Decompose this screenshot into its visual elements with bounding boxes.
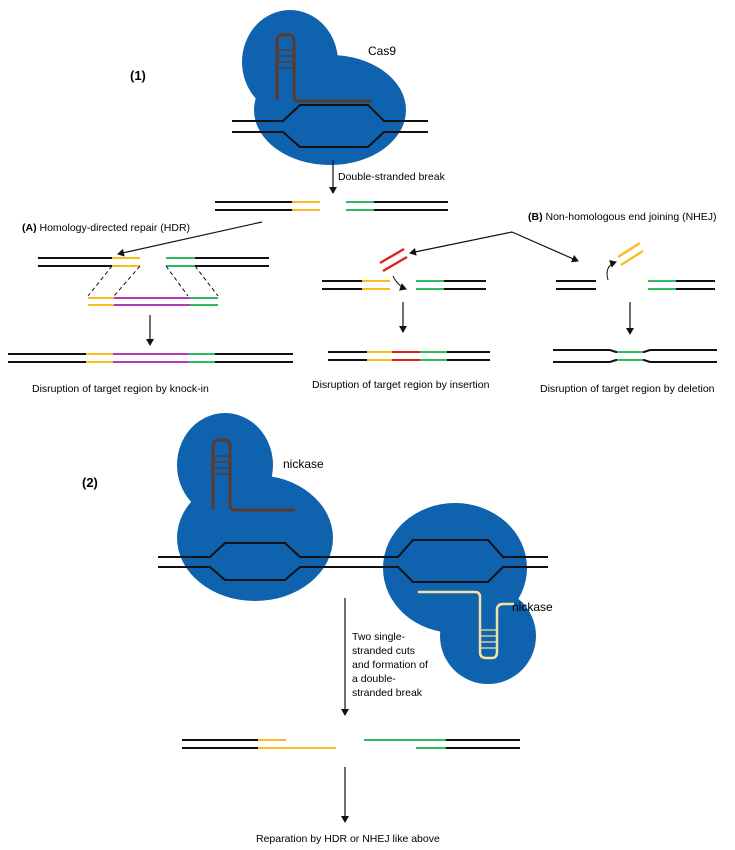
deleted-fragment bbox=[617, 241, 644, 267]
break-label: Double-stranded break bbox=[338, 171, 446, 183]
knockin-dna bbox=[8, 353, 293, 363]
branch-arrows bbox=[117, 221, 579, 263]
donor-template bbox=[88, 297, 218, 306]
nickase-left-guide-rna bbox=[211, 438, 295, 512]
insertion-curve bbox=[392, 275, 407, 291]
repair-caption: Reparation by HDR or NHEJ like above bbox=[256, 833, 440, 845]
cas9-label: Cas9 bbox=[368, 44, 396, 58]
cas9-protein bbox=[242, 10, 406, 165]
deletion-dna bbox=[553, 349, 717, 363]
nickase-right-guide-rna bbox=[418, 590, 514, 660]
deletion-caption: Disruption of target region by deletion bbox=[540, 383, 715, 395]
hdr-intermediate bbox=[38, 257, 269, 267]
cuts-label: Two single- stranded cuts and formation … bbox=[352, 631, 431, 699]
nickase-right-label: nickase bbox=[512, 600, 553, 614]
deletion-curve bbox=[606, 260, 617, 281]
insertion-intermediate bbox=[322, 280, 486, 290]
hdr-strand-invasion bbox=[87, 265, 219, 297]
staggered-break-dna bbox=[182, 739, 520, 749]
nickase-bound-dna bbox=[158, 539, 548, 583]
insertion-dna bbox=[328, 351, 490, 361]
section-2-number: (2) bbox=[82, 475, 98, 490]
deletion-intermediate bbox=[556, 280, 715, 290]
section-1-number: (1) bbox=[130, 68, 146, 83]
dsb-dna bbox=[215, 201, 448, 211]
nickase-left-protein bbox=[177, 413, 333, 601]
insertion-caption: Disruption of target region by insertion bbox=[312, 379, 490, 391]
insertion-fragment bbox=[379, 247, 408, 273]
hdr-label: (A) Homology-directed repair (HDR) bbox=[22, 222, 190, 234]
knockin-caption: Disruption of target region by knock-in bbox=[32, 383, 209, 395]
nhej-label: (B) Non-homologous end joining (NHEJ) bbox=[528, 211, 717, 223]
cas9-guide-rna bbox=[275, 33, 372, 103]
cas9-bound-dna bbox=[232, 104, 428, 148]
nickase-left-label: nickase bbox=[283, 457, 324, 471]
